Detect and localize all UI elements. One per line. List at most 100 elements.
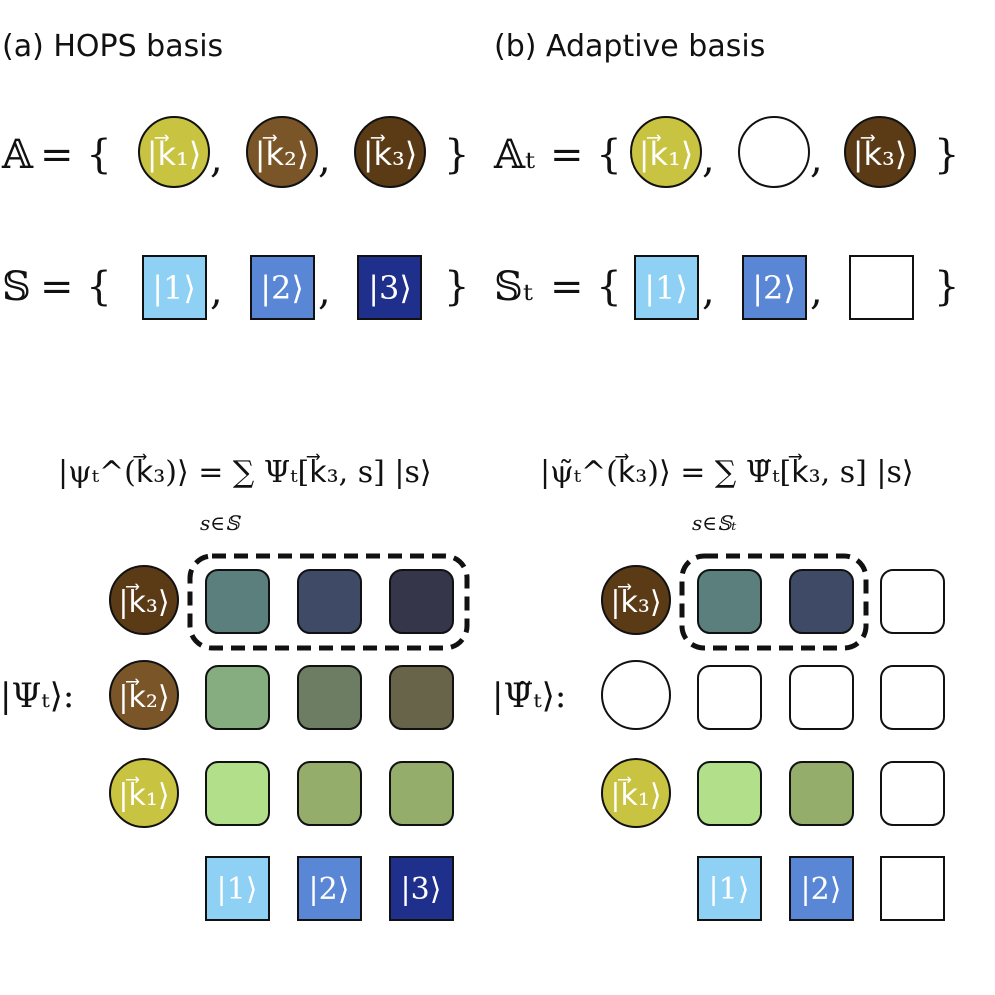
aux-node-label: |k⃗₂⟩ xyxy=(255,134,310,173)
amplitude-cell xyxy=(297,665,362,730)
aux-node-label: |k⃗₁⟩ xyxy=(147,134,202,173)
row-aux-label: |k⃗₃⟩ xyxy=(610,584,661,620)
aux-set-item: |k⃗₃⟩ xyxy=(354,116,426,188)
amplitude-cell xyxy=(205,569,270,634)
empty-state-box xyxy=(849,255,914,320)
panel-a-equation: |ψₜ^(k⃗₃)⟩ = ∑ Ψₜ[k⃗₃, s] |s⟩ xyxy=(58,454,432,490)
panel-a-wavefunction-grid: |Ψₜ⟩: |k⃗₃⟩ |k⃗₂⟩ |k⃗₁⟩ |1⟩ |2⟩ |3⟩ xyxy=(0,553,470,921)
aux-node-circle xyxy=(354,116,426,188)
equals-open-brace: = { xyxy=(40,132,112,178)
state-box xyxy=(357,255,422,320)
panel-a-state-set: 𝕊 = { |1⟩ , |2⟩ , |3⟩ } xyxy=(2,255,469,320)
empty-aux-node xyxy=(738,116,810,188)
aux-set-symbol: 𝔸 xyxy=(1,132,34,178)
svg-text:= {: = { xyxy=(40,264,112,310)
column-state-label: |2⟩ xyxy=(309,872,350,907)
state-box xyxy=(634,255,699,320)
empty-row-aux-node xyxy=(601,660,671,730)
aux-node-circle xyxy=(246,116,318,188)
svg-text:,: , xyxy=(318,268,331,314)
svg-text:,: , xyxy=(702,136,715,182)
amplitude-cell xyxy=(205,665,270,730)
panel-a-sum-subscript: s∈𝕊 xyxy=(200,511,241,535)
state-set-symbol: 𝕊 xyxy=(2,264,31,310)
amplitude-cell xyxy=(789,569,854,634)
row-aux-node xyxy=(109,758,179,828)
aux-node-circle xyxy=(138,116,210,188)
state-box-label: |2⟩ xyxy=(752,269,796,307)
column-state-box xyxy=(789,856,854,921)
amplitude-cell xyxy=(389,569,454,634)
row-aux-node xyxy=(601,565,671,635)
state-box-label: |2⟩ xyxy=(260,269,304,307)
psi-tilde-label: |Ψ̃ₜ⟩: xyxy=(492,676,566,716)
svg-text:}: } xyxy=(934,132,959,178)
amplitude-cell xyxy=(697,569,762,634)
column-state-label: |3⟩ xyxy=(401,872,442,907)
row-aux-node xyxy=(109,660,179,730)
aux-node-label: |k⃗₃⟩ xyxy=(363,134,418,173)
state-box-label: |1⟩ xyxy=(152,269,196,307)
column-state-label: |2⟩ xyxy=(801,872,842,907)
svg-text:,: , xyxy=(810,136,823,182)
aux-node-label: |k⃗₃⟩ xyxy=(853,134,908,173)
empty-column-state-box xyxy=(880,856,945,921)
row-aux-node xyxy=(109,565,179,635)
aux-node-circle xyxy=(844,116,916,188)
aux-node-circle xyxy=(630,116,702,188)
row-aux-label: |k⃗₁⟩ xyxy=(610,777,661,813)
aux-set-symbol: 𝔸ₜ xyxy=(493,132,535,178)
state-box-label: |1⟩ xyxy=(644,269,688,307)
empty-cell xyxy=(880,761,945,826)
row-aux-node xyxy=(601,758,671,828)
empty-cell xyxy=(880,569,945,634)
aux-set-item: |k⃗₂⟩ xyxy=(246,116,318,188)
row-aux-label: |k⃗₃⟩ xyxy=(118,584,169,620)
amplitude-cell xyxy=(389,761,454,826)
column-state-box xyxy=(205,856,270,921)
panel-b-aux-set: 𝔸ₜ = { |k⃗₁⟩ , , |k⃗₃⟩ } xyxy=(493,116,959,188)
column-state-box xyxy=(697,856,762,921)
svg-text:}: } xyxy=(934,264,959,310)
empty-cell xyxy=(697,665,762,730)
row-aux-label: |k⃗₁⟩ xyxy=(118,777,169,813)
highlighted-row-outline xyxy=(679,553,869,651)
svg-text:= {: = { xyxy=(550,264,622,310)
column-state-box xyxy=(297,856,362,921)
svg-text:,: , xyxy=(318,136,331,182)
state-set-symbol: 𝕊ₜ xyxy=(494,264,533,310)
row-aux-label: |k⃗₂⟩ xyxy=(118,679,169,715)
panel-b-sum-subscript: s∈𝕊ₜ xyxy=(692,511,737,535)
aux-set-item: |k⃗₁⟩ xyxy=(138,116,210,188)
panel-b-title: (b) Adaptive basis xyxy=(494,29,765,64)
panel-a-aux-set: 𝔸 = { |k⃗₁⟩ , |k⃗₂⟩ , |k⃗₃⟩ } xyxy=(1,116,469,188)
amplitude-cell xyxy=(205,761,270,826)
svg-text:,: , xyxy=(810,268,823,314)
panel-a-title: (a) HOPS basis xyxy=(2,29,223,64)
amplitude-cell xyxy=(789,761,854,826)
empty-cell xyxy=(880,665,945,730)
panel-b-state-set: 𝕊ₜ = { |1⟩ , |2⟩ , } xyxy=(494,255,959,320)
state-box xyxy=(142,255,207,320)
column-state-label: |1⟩ xyxy=(709,872,750,907)
panel-b-wavefunction-grid: |Ψ̃ₜ⟩: |k⃗₃⟩ |k⃗₁⟩ |1⟩ |2⟩ xyxy=(492,553,945,921)
svg-text:= {: = { xyxy=(550,132,622,178)
state-box xyxy=(250,255,315,320)
state-box xyxy=(742,255,807,320)
svg-text:,: , xyxy=(702,268,715,314)
amplitude-cell xyxy=(697,761,762,826)
svg-text:}: } xyxy=(444,264,469,310)
close-brace: } xyxy=(444,132,469,178)
amplitude-cell xyxy=(297,761,362,826)
empty-cell xyxy=(789,665,854,730)
column-state-box xyxy=(389,856,454,921)
psi-label: |Ψₜ⟩: xyxy=(0,676,74,716)
svg-text:,: , xyxy=(210,268,223,314)
highlighted-row-outline xyxy=(187,553,470,651)
column-state-label: |1⟩ xyxy=(217,872,258,907)
aux-node-label: |k⃗₁⟩ xyxy=(639,134,694,173)
panel-b-equation: |ψ̃ₜ^(k⃗₃)⟩ = ∑ Ψ̃ₜ[k⃗₃, s] |s⟩ xyxy=(540,454,914,490)
amplitude-cell xyxy=(389,665,454,730)
svg-text:,: , xyxy=(210,136,223,182)
